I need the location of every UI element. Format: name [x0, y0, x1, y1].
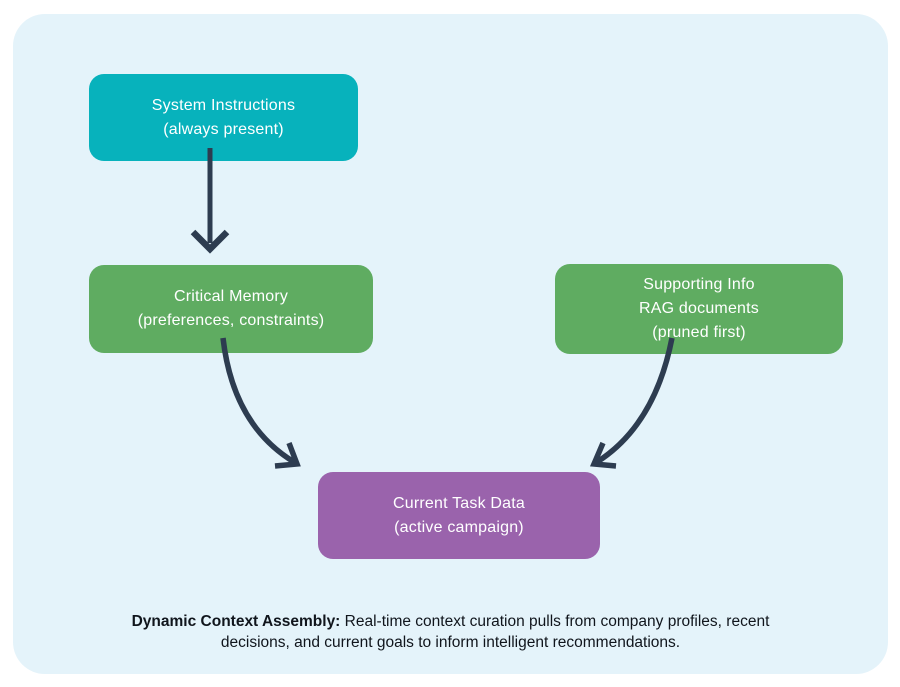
- caption: Dynamic Context Assembly: Real-time cont…: [121, 611, 781, 653]
- node-label-line: System Instructions: [151, 96, 296, 114]
- caption-title: Dynamic Context Assembly:: [131, 613, 341, 630]
- node-label-line: (active campaign): [394, 518, 524, 536]
- node-system-instructions: System Instructions (always present): [89, 74, 358, 161]
- node-supporting-info: Supporting Info RAG documents (pruned fi…: [555, 264, 843, 354]
- node-label-line: Critical Memory: [173, 288, 289, 305]
- node-label-line: (preferences, constraints): [137, 312, 325, 329]
- node-critical-memory: Critical Memory (preferences, constraint…: [89, 265, 373, 353]
- node-label-line: Current Task Data: [392, 494, 526, 512]
- diagram-background: System Instructions (always present) Cri…: [13, 14, 888, 674]
- node-current-task-data: Current Task Data (active campaign): [318, 472, 600, 559]
- node-label-line: (always present): [163, 120, 284, 138]
- node-label-line: (pruned first): [652, 324, 746, 341]
- node-label-line: RAG documents: [639, 300, 759, 317]
- node-label-line: Supporting Info: [643, 276, 755, 293]
- caption-body: Real-time context curation pulls from co…: [220, 613, 770, 651]
